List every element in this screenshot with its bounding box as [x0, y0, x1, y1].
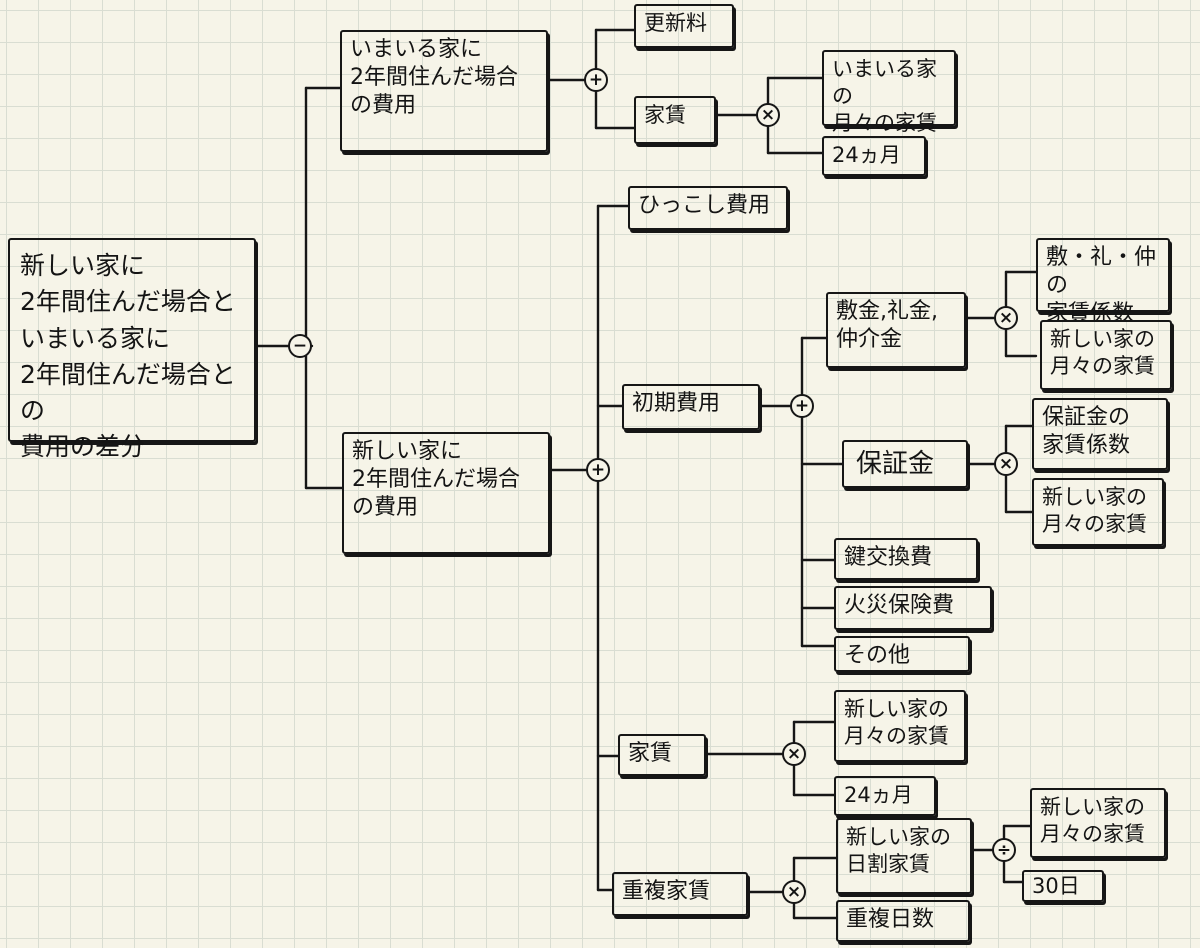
- new-house-cost-node: 新しい家に 2年間住んだ場合 の費用: [342, 432, 550, 554]
- daily-rent-node: 新しい家の 日割家賃: [836, 818, 972, 894]
- minus-operator: −: [288, 334, 312, 358]
- deposit-node: 保証金: [842, 440, 968, 488]
- current-monthly-rent-node: いまいる家の 月々の家賃: [822, 50, 956, 135]
- initial-cost-node: 初期費用: [622, 384, 760, 430]
- renewal-fee-node: 更新料: [634, 4, 734, 48]
- moving-cost-node: ひっこし費用: [628, 186, 788, 230]
- duplicate-days-node: 重複日数: [836, 900, 970, 942]
- key-money-monthly-rent-node: 新しい家の 月々の家賃: [1040, 320, 1172, 390]
- key-exchange-node: 鍵交換費: [834, 538, 978, 580]
- key-money-coefficient-node: 敷・礼・仲の 家賃係数: [1036, 238, 1170, 326]
- times-operator-key-money: ×: [994, 306, 1018, 330]
- current-rent-node: 家賃: [634, 96, 716, 144]
- new-monthly-rent-node: 新しい家の 月々の家賃: [834, 690, 966, 762]
- plus-operator-current: +: [584, 68, 608, 92]
- days-30-node: 30日: [1022, 870, 1104, 902]
- fire-insurance-node: 火災保険費: [834, 586, 992, 630]
- current-house-cost-node: いまいる家に 2年間住んだ場合 の費用: [340, 30, 548, 152]
- plus-operator-new: +: [586, 458, 610, 482]
- times-operator-duplicate: ×: [782, 880, 806, 904]
- key-money-group-node: 敷金,礼金, 仲介金: [826, 292, 966, 368]
- root-node: 新しい家に 2年間住んだ場合と いまいる家に 2年間住んだ場合との 費用の差分: [8, 238, 256, 461]
- current-24-months-node: 24ヵ月: [822, 136, 926, 176]
- times-operator-current-rent: ×: [756, 103, 780, 127]
- other-cost-node: その他: [834, 636, 970, 672]
- deposit-monthly-rent-node: 新しい家の 月々の家賃: [1032, 478, 1164, 546]
- times-operator-new-rent: ×: [782, 742, 806, 766]
- plus-operator-initial: +: [790, 394, 814, 418]
- divide-operator: ÷: [992, 838, 1016, 862]
- duplicate-rent-node: 重複家賃: [612, 872, 748, 916]
- new-rent-node: 家賃: [618, 734, 706, 776]
- daily-monthly-rent-node: 新しい家の 月々の家賃: [1030, 788, 1166, 858]
- deposit-coefficient-node: 保証金の 家賃係数: [1032, 398, 1168, 470]
- times-operator-deposit: ×: [994, 452, 1018, 476]
- new-24-months-node: 24ヵ月: [834, 776, 936, 816]
